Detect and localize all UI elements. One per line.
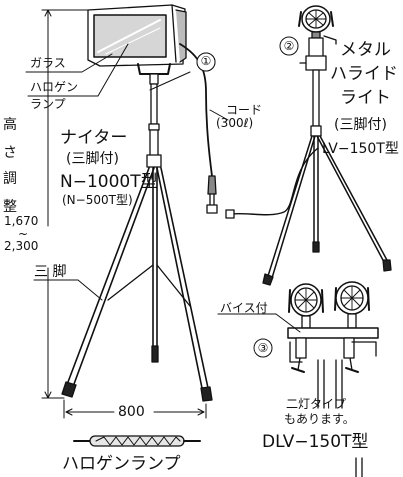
metal-halide-name-line2: ハライド [330,64,398,84]
nighter-model: N−1000T型 [60,172,158,192]
width-dimension [63,399,207,419]
two-lamp-note-line1: 二灯タイプ [286,397,347,411]
callout-lines-3 [217,313,301,358]
cord-label: コード [226,103,263,117]
nighter-tripod-note: (三脚付) [66,151,119,167]
circle-3-number: ③ [257,341,269,355]
height-tilde: ~ [18,227,29,241]
height-dimension [41,9,91,399]
circle-2-ring [279,36,299,56]
halogen-lamp-label-line1: ハロゲン [30,80,79,94]
nighter-floodlight-unit [61,4,218,402]
height-char-3: 調 [3,171,17,187]
vise-label: バイス付 [220,301,268,315]
tripod-leg-label: 三 脚 [34,264,67,280]
metal-halide-model: LV−150T型 [322,141,399,157]
halogen-lamp-drawing [73,435,201,447]
height-min-value: 1,670 [4,214,39,228]
circle-1-number: ① [200,54,212,68]
width-value: 800 [118,404,145,420]
halogen-lamp-label-line2: ランプ [30,97,66,111]
nighter-alt-model: (N−500T型) [62,193,133,207]
circle-1-ring [196,52,216,72]
twin-lamp-model: DLV−150T型 [262,432,369,452]
nighter-product-name: ナイター [60,128,128,148]
height-char-2: さ [3,145,17,161]
metal-halide-name-line3: ライト [340,88,391,108]
height-max-value: 2,300 [4,239,39,253]
cord-length-label: (300ℓ) [216,116,254,130]
metal-halide-light-unit [225,5,392,286]
glass-label: ガラス [30,56,66,70]
height-char-1: 高 [3,117,17,133]
twin-lamp-vise-unit [287,281,379,477]
halogen-lamp-caption: ハロゲンランプ [62,454,181,474]
metal-halide-tripod-note: (三脚付) [334,117,387,133]
metal-halide-name-line1: メタル [340,40,391,60]
height-char-4: 整 [3,199,17,215]
two-lamp-note-line2: もあります。 [284,412,355,426]
circle-2-number: ② [283,39,295,53]
